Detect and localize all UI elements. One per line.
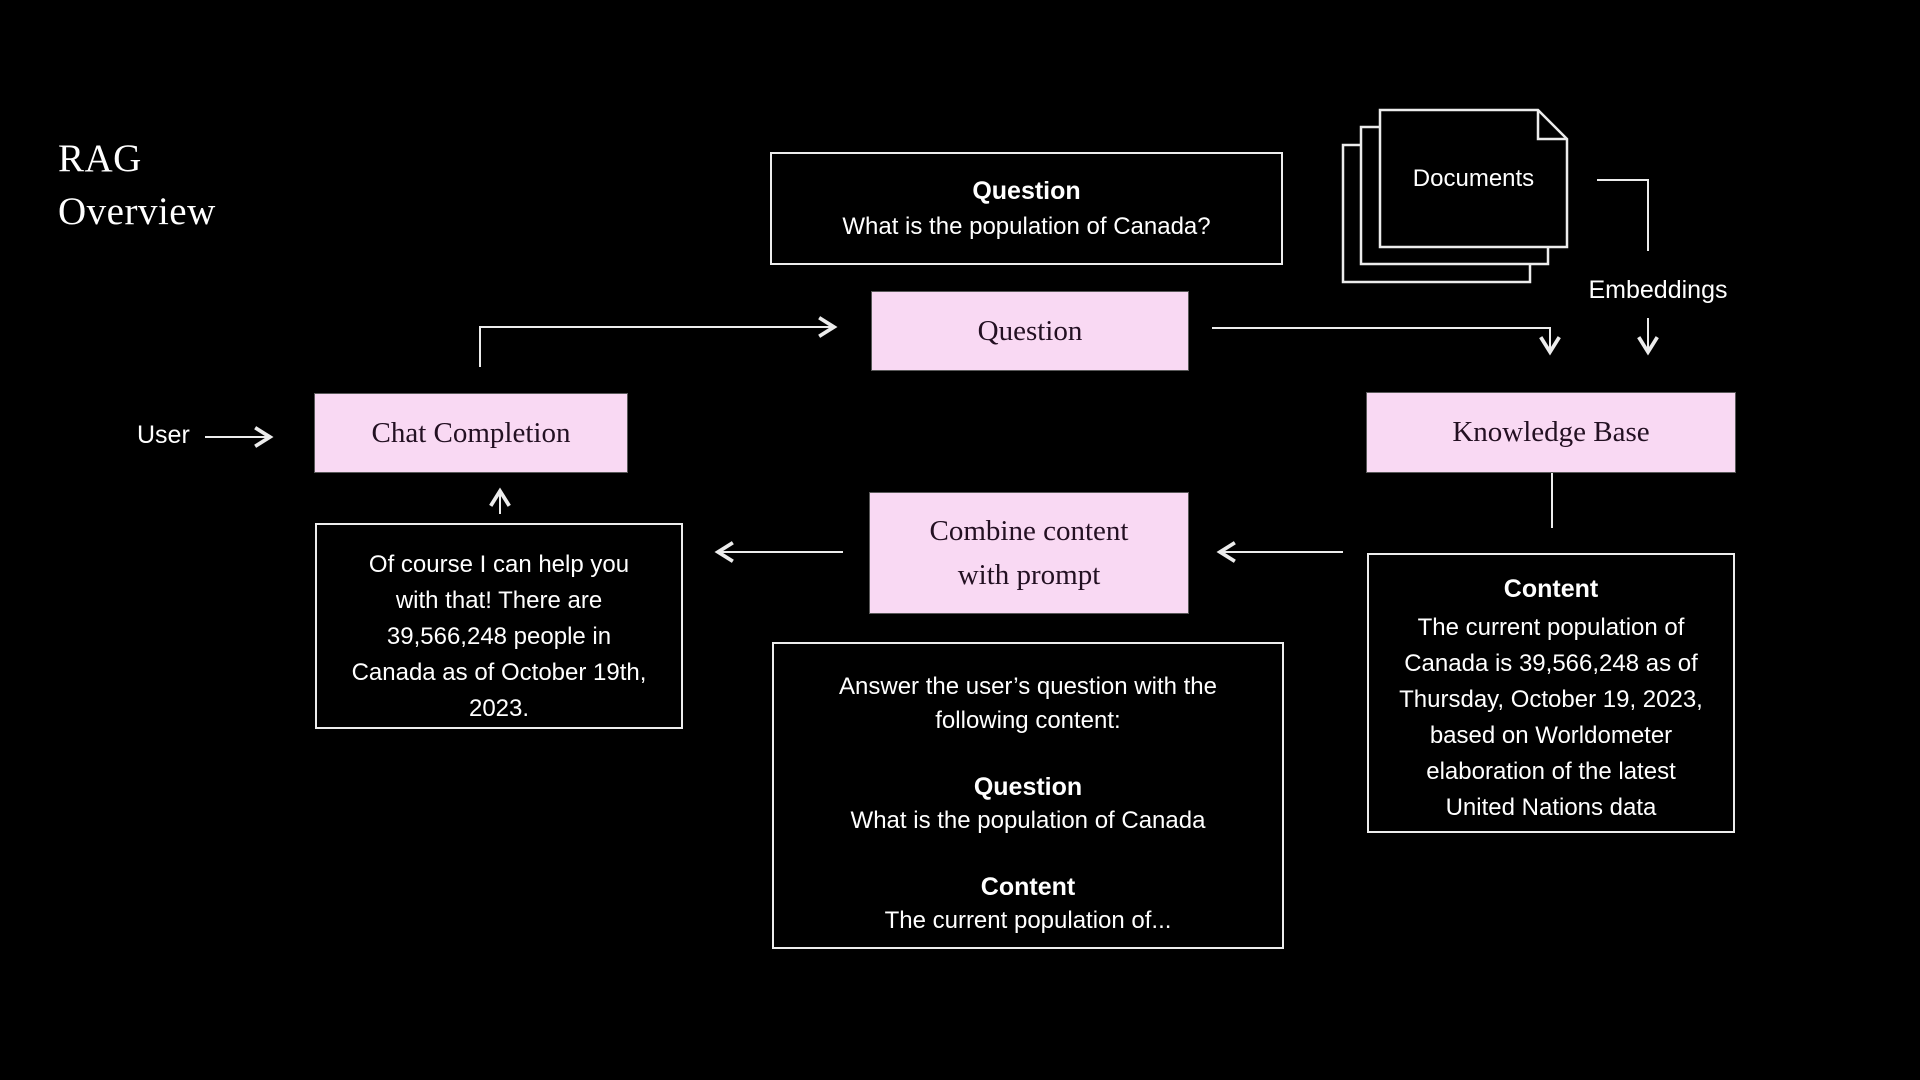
content-line: United Nations data [1445,794,1657,821]
chat-completion-node: Chat Completion [315,394,627,472]
documents-icon [1341,108,1569,284]
content-line: based on Worldometer [1429,722,1673,749]
embeddings-label: Embeddings [1588,276,1728,304]
combine-content-node: Combine content with prompt [870,493,1188,613]
content-line: Thursday, October 19, 2023, [1399,686,1703,713]
prompt-intro-line2: following content: [935,707,1121,734]
knowledge-base-node: Knowledge Base [1367,393,1735,472]
question-display-box: Question What is the population of Canad… [770,152,1283,265]
response-line: 2023. [468,695,530,722]
user-label: User [137,421,190,449]
page-title-line1: RAG [58,137,142,180]
prompt-content-heading: Content [980,873,1076,901]
response-box: Of course I can help you with that! Ther… [315,523,683,729]
documents-label: Documents [1412,164,1535,192]
combine-content-line2: with prompt [957,559,1101,591]
knowledge-base-label: Knowledge Base [1452,416,1650,448]
response-line: 39,566,248 people in [386,623,612,650]
prompt-intro-line1: Answer the user’s question with the [839,673,1217,700]
question-node-label: Question [977,314,1083,347]
response-line: Of course I can help you [368,551,630,578]
prompt-box: Answer the user’s question with the foll… [772,642,1284,949]
content-box: Content The current population of Canada… [1367,553,1735,833]
chat-completion-label: Chat Completion [371,416,571,449]
prompt-question-heading: Question [973,773,1083,801]
content-line: Canada is 39,566,248 as of [1404,650,1698,677]
question-display-body: What is the population of Canada? [842,212,1211,240]
prompt-question-body: What is the population of Canada [850,807,1206,834]
line-documents-to-embeddings [1597,179,1649,251]
response-line: Canada as of October 19th, [351,659,647,686]
question-node: Question [872,292,1188,370]
page-title-line2: Overview [58,190,216,233]
question-display-heading: Question [972,176,1081,205]
content-line: elaboration of the latest [1426,758,1676,785]
combine-content-line1: Combine content [929,515,1129,547]
response-line: with that! There are [395,587,603,614]
content-line: The current population of [1417,614,1685,641]
arrow-question-to-knowledge-base [1212,327,1561,356]
prompt-content-body: The current population of... [884,907,1172,934]
arrow-chat-completion-to-question [479,316,838,367]
content-box-heading: Content [1503,575,1599,603]
page-title: RAG Overview [58,132,216,238]
